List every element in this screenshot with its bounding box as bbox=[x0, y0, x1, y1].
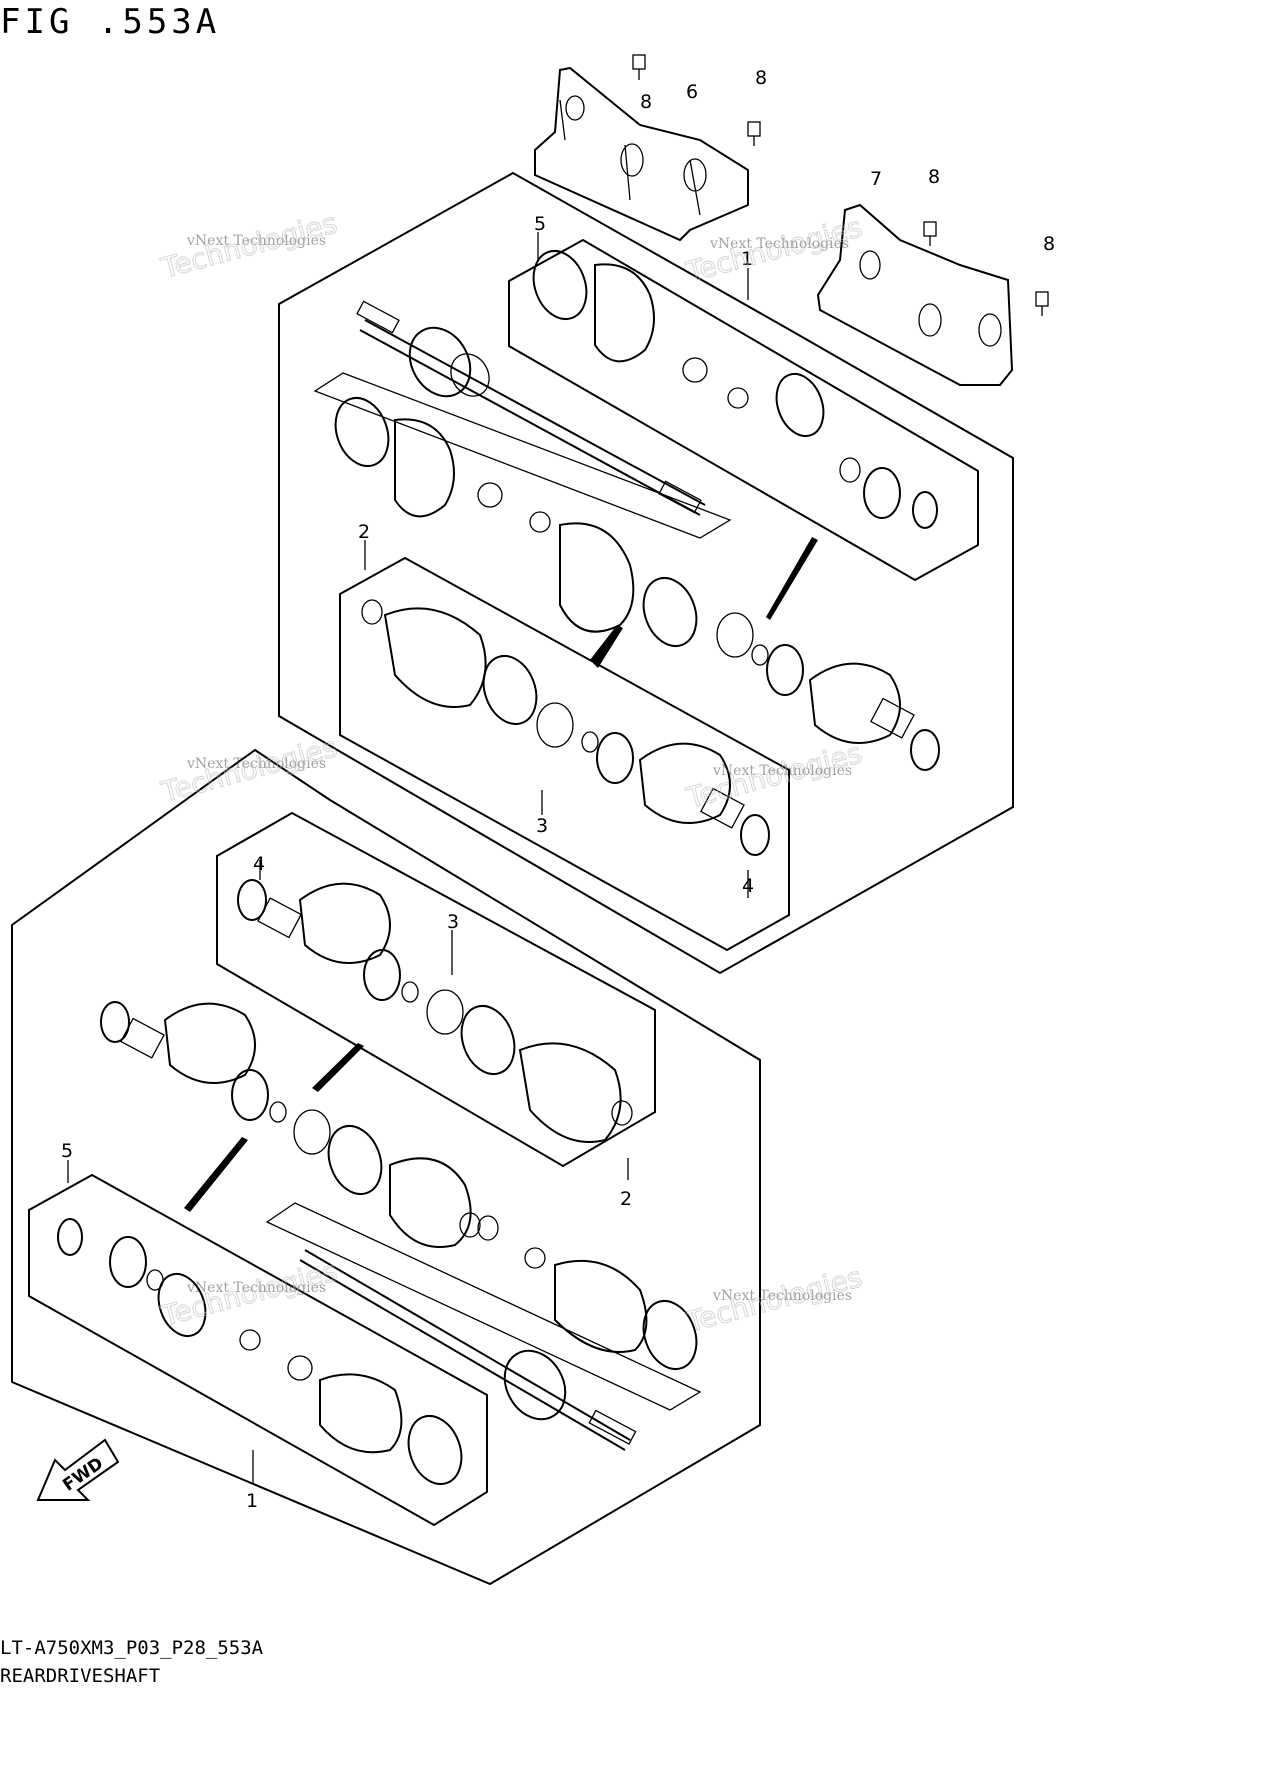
callout-7: 7 bbox=[870, 168, 882, 190]
fwd-label: FWD bbox=[59, 1454, 107, 1496]
upper-cv-joint-right bbox=[716, 373, 940, 771]
upper-group-box-2 bbox=[339, 556, 790, 952]
watermark-lower-left: vNext Technologies Technologies bbox=[157, 1254, 341, 1334]
watermark-lower-right: vNext Technologies Technologies bbox=[682, 1260, 866, 1340]
lower-assembly-frame bbox=[11, 748, 761, 1586]
figure-caption: REARDRIVESHAFT bbox=[0, 1665, 161, 1687]
upper-shaft-strip bbox=[313, 372, 732, 539]
leader-lines bbox=[67, 232, 749, 1485]
lower-arrow-a bbox=[312, 1043, 364, 1092]
figure-code: LT-A750XM3_P03_P28_553A bbox=[0, 1637, 264, 1659]
callout-5-upper: 5 bbox=[534, 213, 546, 235]
lower-group-1-parts bbox=[57, 1218, 463, 1485]
callout-3-upper: 3 bbox=[536, 815, 548, 837]
lower-group-box-1 bbox=[28, 1173, 488, 1527]
callout-8-c: 8 bbox=[928, 166, 940, 188]
callout-8-a: 8 bbox=[640, 91, 652, 113]
svg-text:vNext Technologies: vNext Technologies bbox=[186, 756, 326, 772]
upper-assembly-frame bbox=[278, 171, 1014, 975]
upper-arrow-b bbox=[590, 625, 623, 668]
watermark-middle-right: vNext Technologies Technologies bbox=[682, 736, 866, 816]
upper-boot-b bbox=[334, 397, 551, 533]
watermark-upper-left: vNext Technologies Technologies bbox=[157, 206, 341, 286]
callout-2-lower: 2 bbox=[620, 1188, 632, 1210]
svg-text:vNext Technologies: vNext Technologies bbox=[709, 236, 849, 252]
callout-1-upper: 1 bbox=[741, 248, 753, 270]
callout-1-lower: 1 bbox=[246, 1490, 258, 1512]
svg-text:vNext Technologies: vNext Technologies bbox=[712, 1288, 852, 1304]
callout-4-upper: 4 bbox=[742, 875, 754, 897]
lower-axle-shaft bbox=[299, 1249, 637, 1451]
bolt-8-b bbox=[747, 121, 761, 146]
svg-text:vNext Technologies: vNext Technologies bbox=[186, 1280, 326, 1296]
svg-text:vNext Technologies: vNext Technologies bbox=[712, 763, 852, 779]
callout-6: 6 bbox=[686, 81, 698, 103]
lower-arrow-b bbox=[184, 1137, 248, 1212]
bolt-8-c bbox=[923, 221, 937, 246]
lower-cv-joint-left bbox=[100, 1001, 481, 1248]
upper-boot-c bbox=[559, 522, 698, 647]
bolt-8-d bbox=[1035, 291, 1049, 316]
lower-shaft-strip bbox=[265, 1202, 702, 1411]
upper-arrow-a bbox=[766, 537, 818, 620]
fwd-arrow-icon: FWD bbox=[36, 1438, 120, 1501]
lower-group-2-parts bbox=[237, 879, 633, 1143]
upper-boot-a bbox=[532, 250, 749, 409]
lower-group-box-2 bbox=[216, 811, 656, 1168]
upper-group-box-1 bbox=[508, 238, 979, 582]
guard-7 bbox=[816, 203, 1014, 386]
callout-8-b: 8 bbox=[755, 67, 767, 89]
callout-4-lower: 4 bbox=[253, 853, 265, 875]
guard-6 bbox=[534, 66, 749, 242]
callout-8-d: 8 bbox=[1043, 233, 1055, 255]
svg-text:vNext Technologies: vNext Technologies bbox=[186, 233, 326, 249]
upper-group-2-parts bbox=[361, 599, 770, 856]
upper-axle-shaft bbox=[356, 300, 706, 516]
figure-title: FIG .553A bbox=[0, 2, 221, 42]
callout-5-lower: 5 bbox=[61, 1140, 73, 1162]
callout-3-lower: 3 bbox=[447, 911, 459, 933]
bolt-8-a bbox=[632, 54, 646, 80]
callout-2-upper: 2 bbox=[358, 521, 370, 543]
lower-boot-right bbox=[477, 1215, 698, 1370]
watermark-middle-left: vNext Technologies Technologies bbox=[157, 730, 341, 810]
